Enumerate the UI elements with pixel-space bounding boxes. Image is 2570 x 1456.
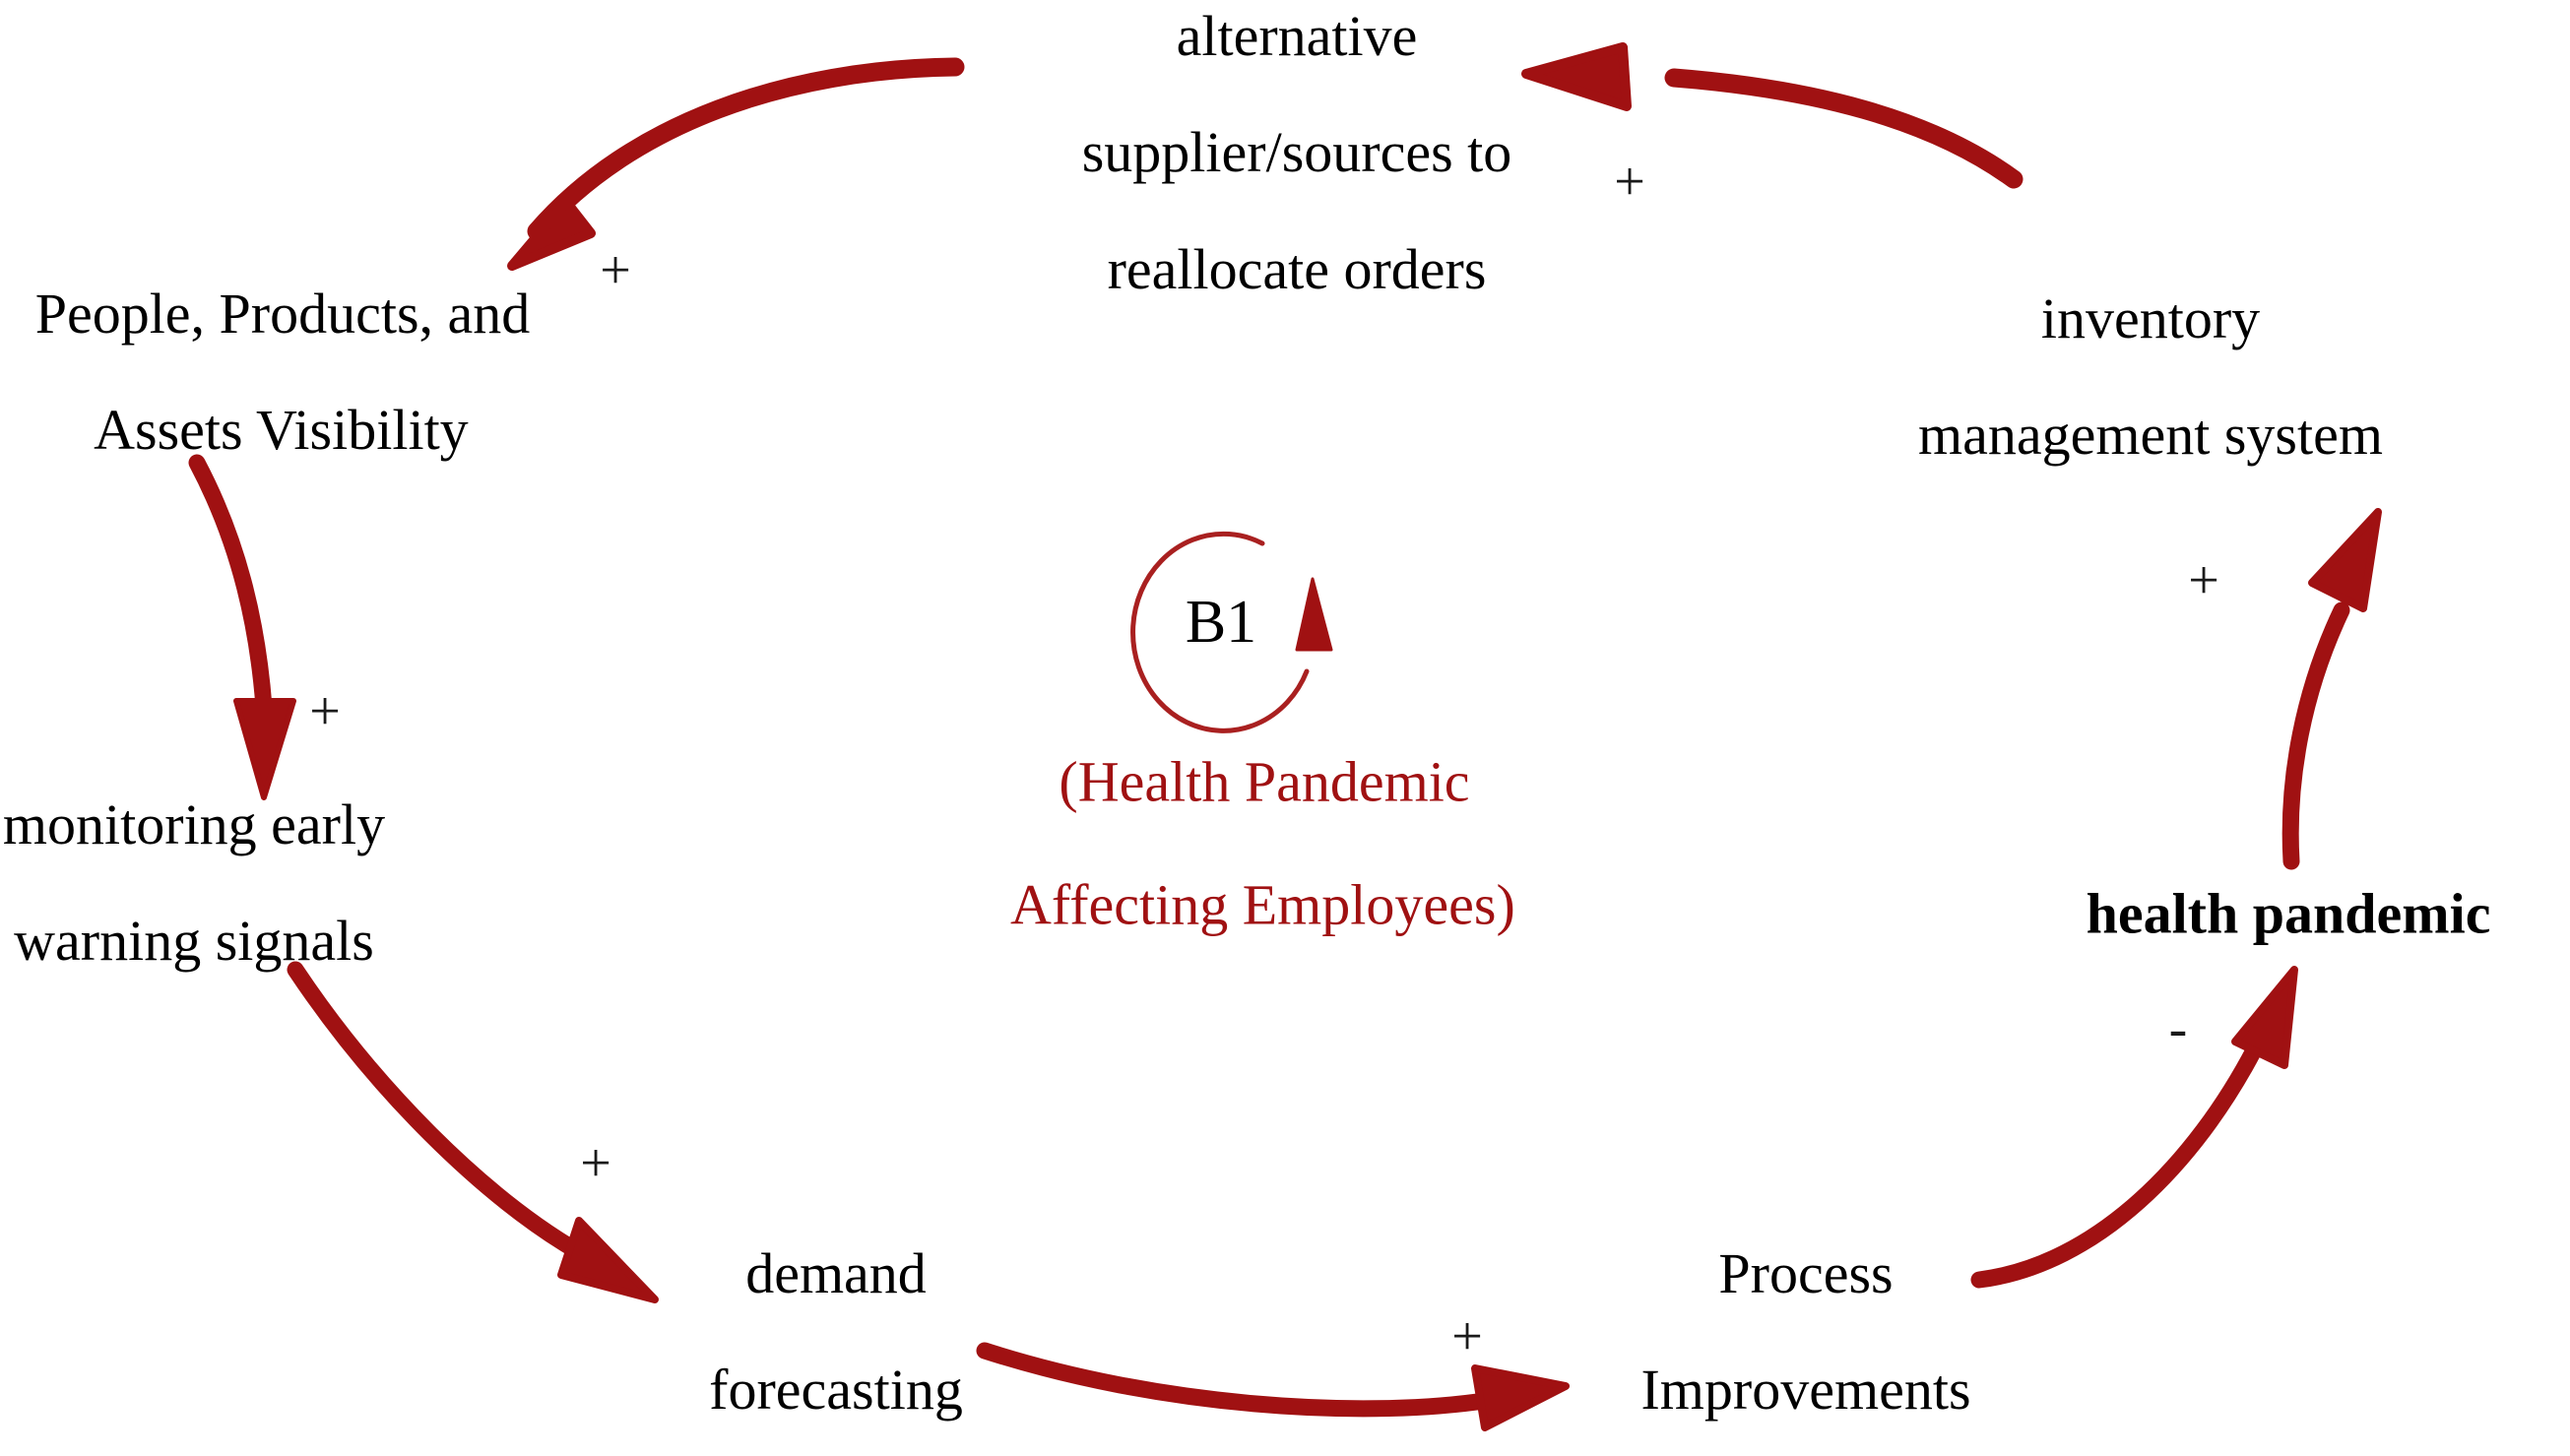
node-alternative-supplier[interactable]: alternative supplier/sources to realloca…	[1025, 0, 1512, 356]
node-process-improvements-line1: Process	[1718, 1241, 1894, 1306]
polarity-alt-supplier-to-visibility: +	[600, 240, 631, 301]
node-health-pandemic-line1: health pandemic	[2086, 881, 2491, 946]
loop-caption: (Health Pandemic Affecting Employees)	[956, 689, 1515, 997]
node-process-improvements-line2: Improvements	[1640, 1358, 1971, 1423]
polarity-process-to-health: -	[2168, 998, 2188, 1059]
node-health-pandemic[interactable]: health pandemic	[2029, 826, 2491, 1000]
node-demand-forecasting-line1: demand	[745, 1241, 927, 1306]
node-process-improvements[interactable]: Process Improvements	[1583, 1186, 1970, 1456]
node-demand-forecasting-line2: forecasting	[709, 1358, 963, 1423]
loop-id-b1: B1	[1185, 589, 1257, 656]
polarity-demand-to-process: +	[1451, 1306, 1483, 1367]
polarity-monitoring-to-demand: +	[580, 1133, 611, 1194]
node-people-products-assets-visibility[interactable]: People, Products, and Assets Visibility	[0, 226, 531, 518]
link-health-to-inventory	[2281, 508, 2382, 870]
node-inventory-system-line2: management system	[1918, 403, 2383, 468]
loop-caption-line2: Affecting Employees)	[1010, 872, 1515, 937]
node-visibility-line1: People, Products, and	[34, 282, 531, 347]
node-visibility-line2: Assets Visibility	[94, 398, 469, 463]
node-monitoring-line1: monitoring early	[2, 792, 386, 857]
link-process-to-health	[1970, 966, 2298, 1289]
node-inventory-management-system[interactable]: inventory management system	[1861, 231, 2383, 523]
polarity-inventory-to-alt-supplier: +	[1614, 152, 1645, 213]
loop-caption-line1: (Health Pandemic	[1059, 749, 1470, 814]
node-demand-forecasting[interactable]: demand forecasting	[652, 1186, 963, 1456]
link-alt-supplier-to-visibility	[507, 57, 965, 271]
link-inventory-to-alt-supplier	[1521, 42, 2024, 189]
node-alternative-supplier-line3: reallocate orders	[1107, 236, 1487, 301]
node-alternative-supplier-line1: alternative	[1176, 4, 1418, 69]
node-inventory-system-line1: inventory	[2040, 286, 2261, 351]
polarity-visibility-to-monitoring: +	[309, 681, 341, 742]
node-alternative-supplier-line2: supplier/sources to	[1081, 120, 1512, 185]
polarity-health-to-inventory: +	[2188, 550, 2219, 611]
node-monitoring-early-warning-signals[interactable]: monitoring early warning signals	[0, 737, 385, 1029]
node-monitoring-line2: warning signals	[14, 909, 374, 974]
